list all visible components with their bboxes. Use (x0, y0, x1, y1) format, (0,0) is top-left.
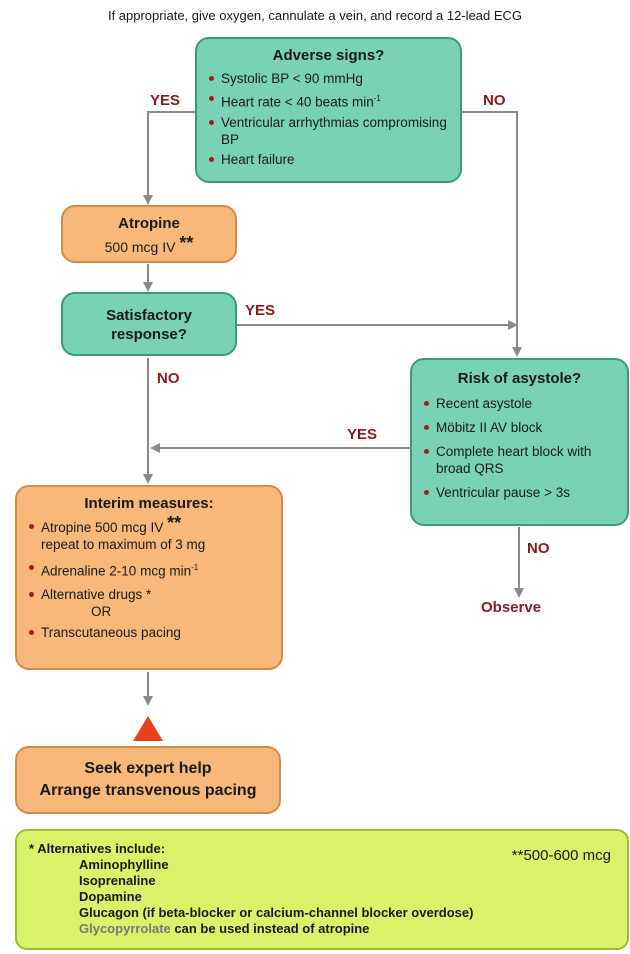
observe-label: Observe (481, 599, 542, 616)
asystole-item: Complete heart block with broad QRS (422, 443, 617, 477)
label-no-response: NO (157, 370, 180, 387)
note-item: Aminophylline (79, 857, 169, 872)
satisfactory-line2: response? (111, 326, 187, 343)
adverse-signs-title: Adverse signs? (272, 47, 385, 64)
note-item: Isoprenaline (79, 873, 156, 888)
atropine-stars: ** (179, 233, 194, 253)
note-dose: **500-600 mcg (511, 847, 611, 864)
label-no-adverse: NO (483, 92, 506, 109)
header-instruction: If appropriate, give oxygen, cannulate a… (107, 8, 523, 23)
note-item: Dopamine (79, 889, 142, 904)
interim-item: Transcutaneous pacing (27, 624, 271, 641)
asystole-title: Risk of asystole? (457, 370, 582, 387)
interim-measures-box: Interim measures: Atropine 500 mcg IV **… (15, 485, 283, 670)
interim-title: Interim measures: (84, 495, 214, 512)
satisfactory-line1: Satisfactory (106, 307, 192, 324)
risk-of-asystole-box: Risk of asystole? Recent asystole Möbitz… (410, 358, 629, 526)
alternatives-note-box: * Alternatives include: **500-600 mcg Am… (15, 829, 629, 950)
asystole-item: Möbitz II AV block (422, 419, 617, 436)
adverse-item: Ventricular arrhythmias compromising BP (207, 114, 450, 148)
adverse-item: Heart failure (207, 151, 450, 168)
interim-item: Atropine 500 mcg IV **repeat to maximum … (27, 514, 271, 553)
label-yes-adverse: YES (150, 92, 181, 109)
adverse-item: Heart rate < 40 beats min-1 (207, 90, 450, 111)
atropine-title: Atropine (118, 215, 180, 232)
interim-item: Alternative drugs * (27, 586, 271, 603)
satisfactory-response-box: Satisfactory response? (61, 292, 237, 356)
adverse-item: Systolic BP < 90 mmHg (207, 70, 450, 87)
interim-item: Adrenaline 2-10 mcg min-1 (27, 559, 271, 580)
asystole-item: Recent asystole (422, 395, 617, 412)
label-no-asystole: NO (527, 540, 550, 557)
label-yes-response: YES (245, 302, 276, 319)
warning-triangle-icon (133, 716, 163, 741)
label-yes-asystole: YES (347, 426, 378, 443)
seek-expert-help-box: Seek expert help Arrange transvenous pac… (15, 746, 281, 814)
expert-line2: Arrange transvenous pacing (39, 782, 257, 799)
note-item: Glucagon (if beta-blocker or calcium-cha… (79, 905, 474, 920)
expert-line1: Seek expert help (84, 760, 212, 777)
arrow-adverse-to-asystole (462, 111, 522, 357)
adverse-signs-box: Adverse signs? Systolic BP < 90 mmHg Hea… (195, 37, 462, 183)
note-glycopyrrolate: Glycopyrrolate can be used instead of at… (79, 921, 370, 936)
arrow-adverse-to-atropine (143, 111, 195, 205)
atropine-box: Atropine 500 mcg IV ** (61, 205, 237, 263)
atropine-dose: 500 mcg IV (104, 239, 176, 255)
interim-or: OR (91, 603, 112, 619)
note-title: * Alternatives include: (29, 841, 166, 856)
asystole-item: Ventricular pause > 3s (422, 484, 617, 501)
